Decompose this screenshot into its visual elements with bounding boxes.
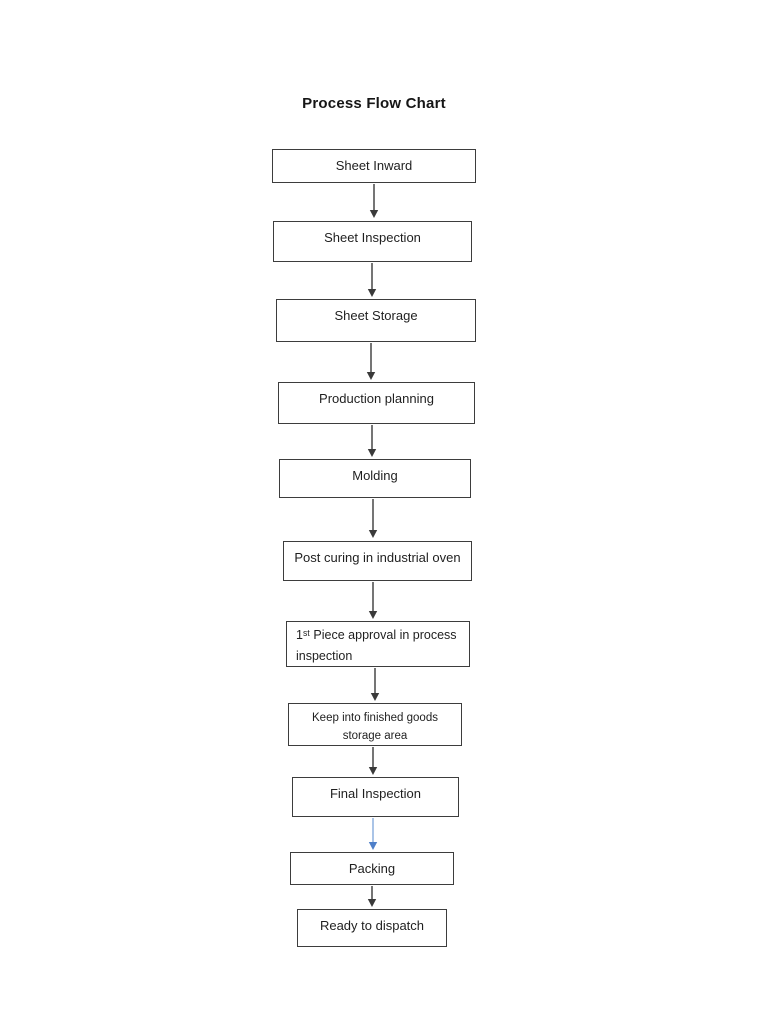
flow-node-molding: Molding bbox=[279, 459, 471, 498]
flow-node-label: Sheet Inspection bbox=[324, 230, 421, 245]
flow-node-label: Final Inspection bbox=[329, 786, 422, 801]
page-title: Process Flow Chart bbox=[302, 95, 446, 112]
flow-node-packing: Packing bbox=[290, 852, 454, 885]
flow-node-label: Production planning bbox=[319, 391, 434, 406]
flow-node-sheet-inspection: Sheet Inspection bbox=[273, 221, 472, 262]
flow-node-post-curing: Post curing in industrial oven bbox=[283, 541, 472, 581]
flow-node-production-planning: Production planning bbox=[278, 382, 475, 424]
flow-node-first-piece-approval: 1ˢᵗ Piece approval in process inspection bbox=[286, 621, 470, 667]
flow-node-label-line2: inspection bbox=[296, 649, 353, 663]
flow-node-final-inspection: Final Inspection bbox=[292, 777, 459, 817]
flow-node-label: Packing bbox=[348, 861, 396, 876]
flow-node-label: Ready to dispatch bbox=[319, 918, 425, 933]
flow-node-label-line1: Keep into finished goods bbox=[312, 712, 438, 724]
flow-node-ready-to-dispatch: Ready to dispatch bbox=[297, 909, 447, 947]
flow-node-sheet-storage: Sheet Storage bbox=[276, 299, 476, 342]
flow-node-sheet-inward: Sheet Inward bbox=[272, 149, 476, 183]
flow-node-label: Molding bbox=[352, 468, 398, 483]
flow-node-label-line1: 1ˢᵗ Piece approval in process bbox=[296, 628, 457, 642]
flow-node-finished-goods-storage: Keep into finished goods storage area bbox=[288, 703, 462, 746]
flow-node-label: Post curing in industrial oven bbox=[294, 550, 461, 565]
flow-node-label-line2: storage area bbox=[342, 730, 408, 742]
flow-node-label: Sheet Inward bbox=[335, 158, 413, 173]
flow-node-label: Sheet Storage bbox=[334, 308, 418, 323]
